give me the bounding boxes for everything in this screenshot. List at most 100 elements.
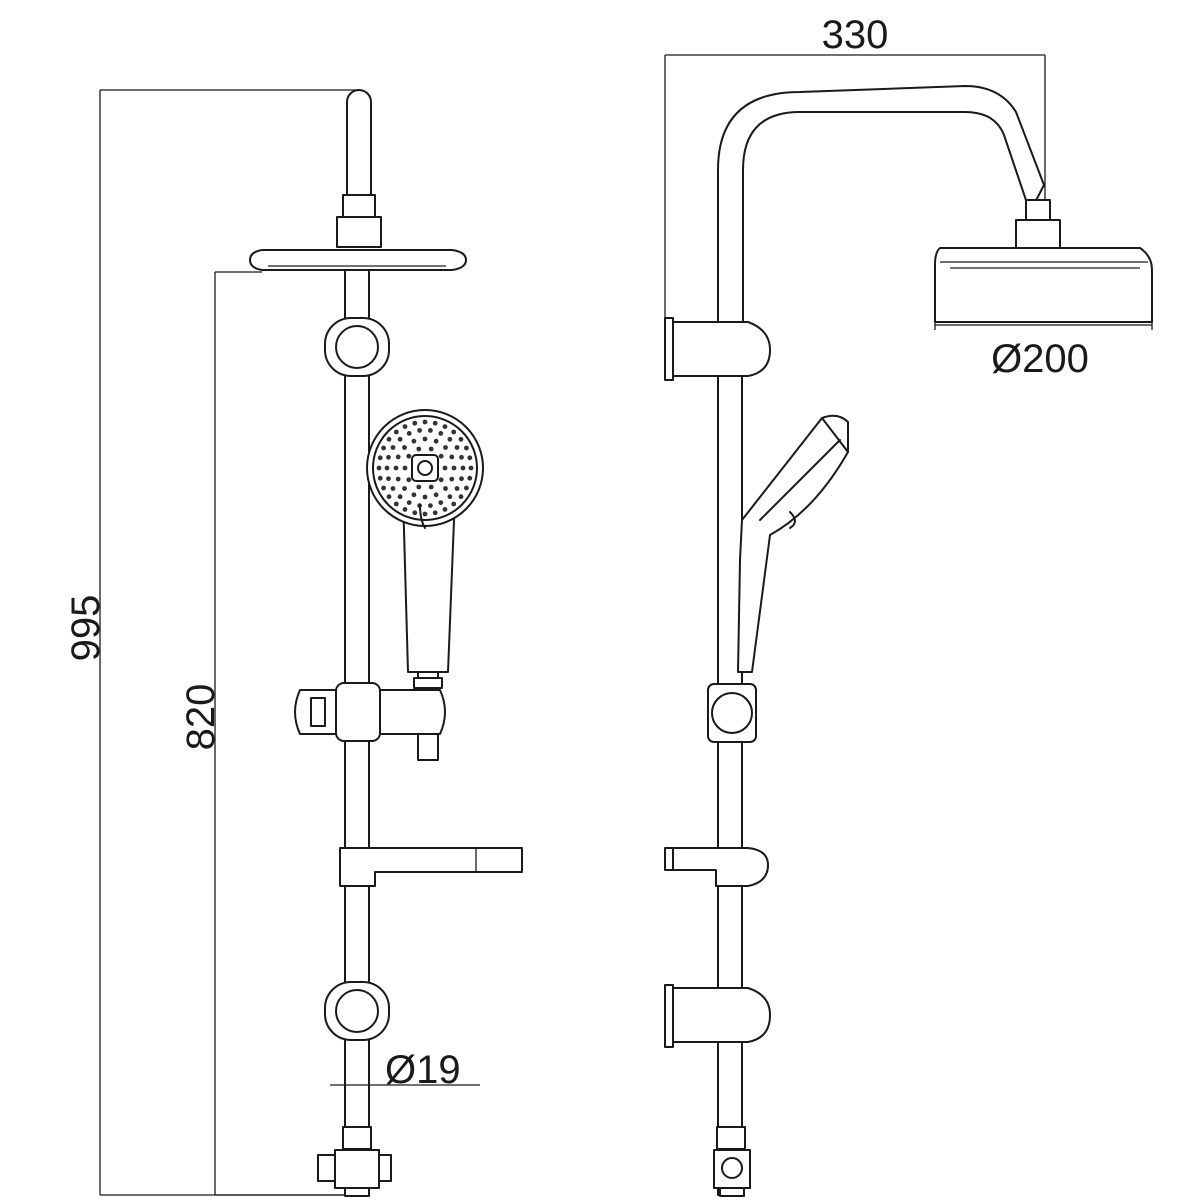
- dimension-995-label: 995: [64, 595, 108, 662]
- spray-hole: [468, 465, 474, 471]
- spray-hole: [386, 494, 392, 500]
- spray-hole: [442, 507, 448, 512]
- slider-holder-side: [707, 683, 757, 743]
- dimension-slide-height: 820: [179, 271, 345, 1196]
- spray-hole: [402, 445, 407, 450]
- spray-hole: [443, 445, 448, 450]
- front-view: 995 820: [64, 89, 523, 1197]
- spray-hole: [458, 494, 464, 500]
- wall-bracket-bottom-front: [324, 981, 390, 1041]
- spray-hole: [438, 431, 444, 436]
- spray-hole: [428, 484, 434, 490]
- spray-hole: [443, 486, 448, 491]
- spray-hole: [438, 453, 444, 459]
- spray-hole: [433, 438, 439, 444]
- spray-hole: [381, 445, 386, 451]
- spray-hole: [393, 501, 399, 507]
- spray-hole: [412, 510, 418, 516]
- wall-bracket-top-front: [324, 317, 390, 377]
- spray-hole: [402, 424, 408, 429]
- spray-hole: [454, 445, 460, 450]
- spray-hole: [451, 501, 457, 507]
- hand-shower-side: [737, 414, 849, 673]
- wall-bracket-top-side: [664, 317, 771, 381]
- spray-hole: [422, 419, 428, 425]
- wall-bracket-bottom-side: [664, 984, 771, 1048]
- spray-hole: [397, 436, 403, 442]
- spray-hole: [402, 507, 408, 512]
- spray-hole: [422, 494, 428, 500]
- spray-hole: [422, 511, 428, 517]
- spray-hole: [467, 475, 473, 481]
- head-shower-front: [249, 249, 467, 271]
- spray-hole: [406, 500, 412, 505]
- diverter-front: [317, 1126, 392, 1197]
- spray-hole: [432, 510, 438, 516]
- spray-hole: [411, 492, 417, 498]
- spray-hole: [417, 428, 422, 433]
- spray-hole: [433, 492, 439, 498]
- spray-hole: [406, 477, 412, 483]
- soap-dish-side: [664, 847, 769, 887]
- spray-hole: [411, 438, 417, 444]
- spray-hole: [386, 436, 392, 442]
- spray-hole: [412, 420, 418, 426]
- spray-hole: [451, 429, 457, 435]
- spray-hole: [449, 476, 455, 482]
- dimension-arm-reach: 330: [664, 13, 1046, 380]
- spray-hole: [454, 486, 460, 491]
- spray-hole: [386, 454, 391, 460]
- spray-hole: [393, 429, 399, 435]
- side-view: 330 Ø200: [664, 13, 1153, 1197]
- overhead-arm-front: [346, 89, 372, 196]
- diverter-side: [713, 1126, 751, 1197]
- dimension-820-label: 820: [179, 684, 223, 751]
- spray-hole: [395, 454, 401, 460]
- spray-hole: [438, 500, 444, 505]
- spray-hole: [459, 476, 464, 482]
- spray-hole: [451, 465, 457, 471]
- spray-hole: [428, 503, 433, 508]
- hand-shower-front: [366, 409, 484, 673]
- dimension-330-label: 330: [822, 13, 889, 57]
- spray-hole: [384, 465, 390, 471]
- spray-hole: [460, 465, 466, 471]
- spray-hole: [395, 476, 401, 482]
- spray-hole: [447, 494, 453, 500]
- slider-holder-front: [294, 682, 446, 742]
- spray-hole: [442, 465, 448, 471]
- spray-hole: [449, 454, 455, 460]
- dimension-200-label: Ø200: [991, 337, 1089, 381]
- dimension-head-diameter: Ø200: [934, 322, 1153, 381]
- spray-hole: [406, 453, 412, 459]
- spray-hole: [393, 465, 399, 471]
- spray-hole: [464, 445, 469, 451]
- spray-hole: [402, 486, 407, 491]
- spray-hole: [467, 455, 473, 461]
- spray-hole: [402, 465, 408, 471]
- spray-hole: [458, 436, 464, 442]
- arm-connector: [336, 216, 382, 248]
- soap-dish-front: [339, 847, 523, 887]
- riser-rail-side: [717, 324, 743, 1196]
- spray-hole: [376, 465, 382, 471]
- spray-hole: [406, 431, 412, 436]
- spray-hole: [381, 485, 386, 491]
- spray-hole: [416, 484, 422, 490]
- spray-hole: [428, 428, 433, 433]
- spray-hole: [428, 446, 434, 452]
- spray-hole: [447, 436, 453, 442]
- spray-hole: [390, 486, 396, 491]
- spray-hole: [442, 424, 448, 429]
- spray-hole: [464, 485, 469, 491]
- spray-hole: [390, 445, 396, 450]
- spray-hole: [377, 475, 383, 481]
- spray-hole: [422, 436, 428, 442]
- spray-hole: [397, 494, 403, 500]
- spray-hole: [459, 454, 464, 460]
- head-shower-side: [934, 247, 1153, 323]
- dimension-19-label: Ø19: [385, 1048, 461, 1092]
- spray-hole: [377, 455, 383, 461]
- arm-nut-side: [1025, 199, 1051, 221]
- spray-hole: [386, 476, 391, 482]
